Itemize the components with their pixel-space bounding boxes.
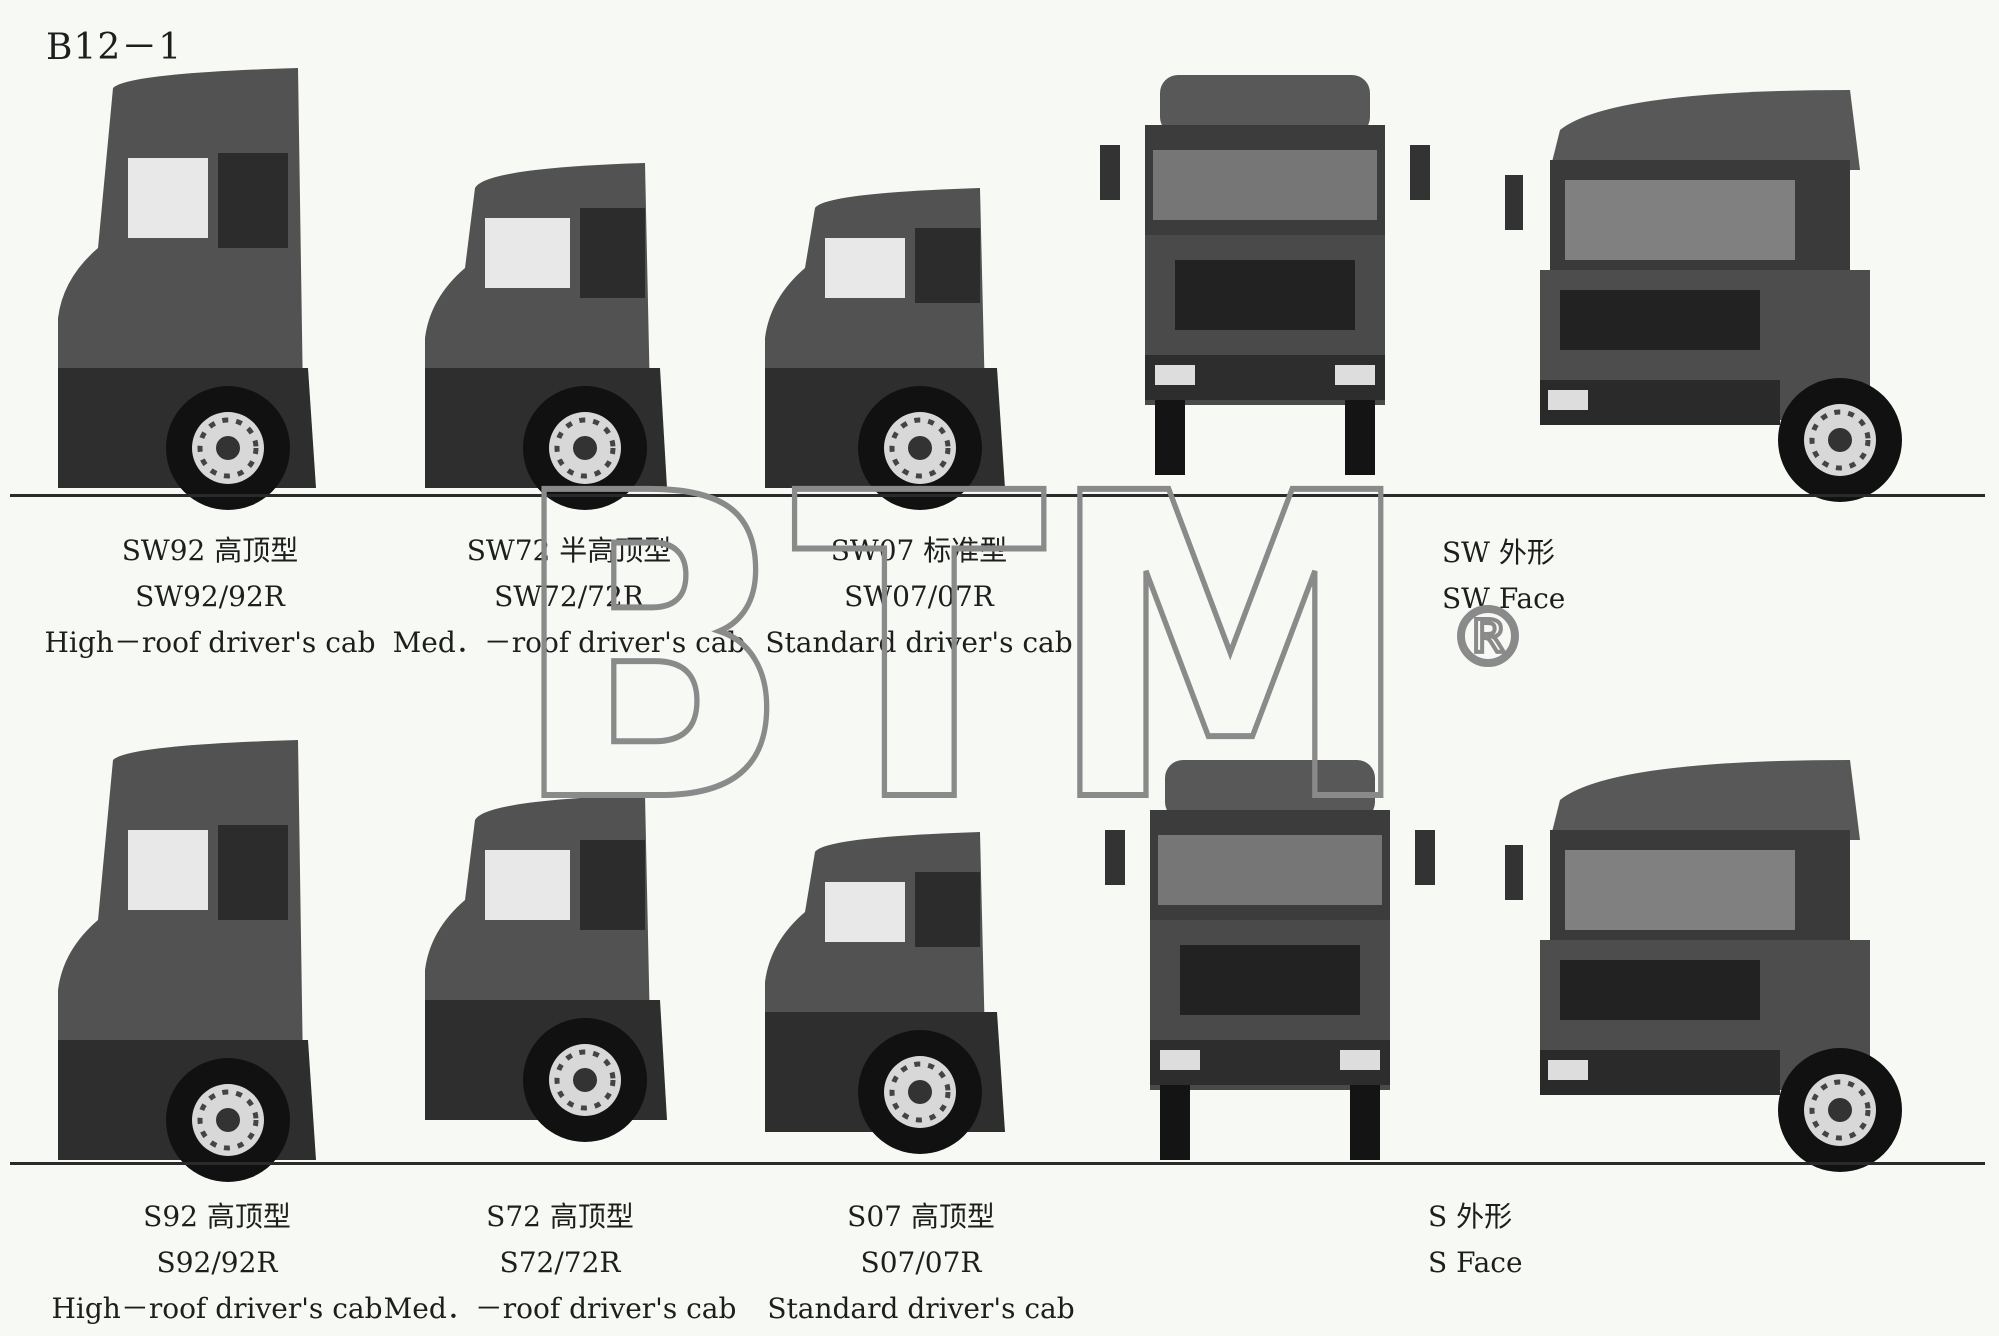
page-id: B12－1 [46, 27, 183, 68]
cab-description: High－roof driver's cab [51, 1292, 383, 1325]
face-subtitle: S Face [1428, 1246, 1523, 1279]
cab-code: S72/72R [499, 1246, 621, 1279]
face-title: S 外形 [1428, 1200, 1513, 1233]
caption-sw-face: SW 外形 SW Face [1442, 530, 1642, 622]
face-subtitle: SW Face [1442, 582, 1566, 615]
caption-sw92: SW92 高顶型 SW92/92R High－roof driver's cab [0, 528, 420, 666]
cab-code: S07/07R [860, 1246, 982, 1279]
caption-s92: S92 高顶型 S92/92R High－roof driver's cab [7, 1194, 427, 1332]
cab-model: S07 高顶型 [847, 1200, 995, 1233]
cab-model: SW92 高顶型 [121, 534, 299, 567]
caption-sw72: SW72 半高顶型 SW72/72R Med．－roof driver's ca… [359, 528, 779, 666]
caption-s-face: S 外形 S Face [1428, 1194, 1628, 1286]
cab-code: SW92/92R [135, 580, 285, 613]
cab-model: SW07 标准型 [830, 534, 1008, 567]
cab-description: Med．－roof driver's cab [383, 1292, 737, 1325]
cab-code: SW72/72R [494, 580, 644, 613]
cab-description: Standard driver's cab [765, 626, 1073, 659]
face-title: SW 外形 [1442, 536, 1555, 569]
caption-s72: S72 高顶型 S72/72R Med．－roof driver's cab [350, 1194, 770, 1332]
cab-model: SW72 半高顶型 [466, 534, 672, 567]
cab-model: S72 高顶型 [486, 1200, 634, 1233]
cab-description: Med．－roof driver's cab [392, 626, 746, 659]
cab-model: S92 高顶型 [143, 1200, 291, 1233]
divider-row-1 [10, 494, 1985, 497]
cab-description: High－roof driver's cab [44, 626, 376, 659]
caption-s07: S07 高顶型 S07/07R Standard driver's cab [711, 1194, 1131, 1332]
cab-code: S92/92R [156, 1246, 278, 1279]
cab-description: Standard driver's cab [767, 1292, 1075, 1325]
divider-row-2 [10, 1162, 1985, 1165]
cab-code: SW07/07R [844, 580, 994, 613]
caption-sw07: SW07 标准型 SW07/07R Standard driver's cab [709, 528, 1129, 666]
